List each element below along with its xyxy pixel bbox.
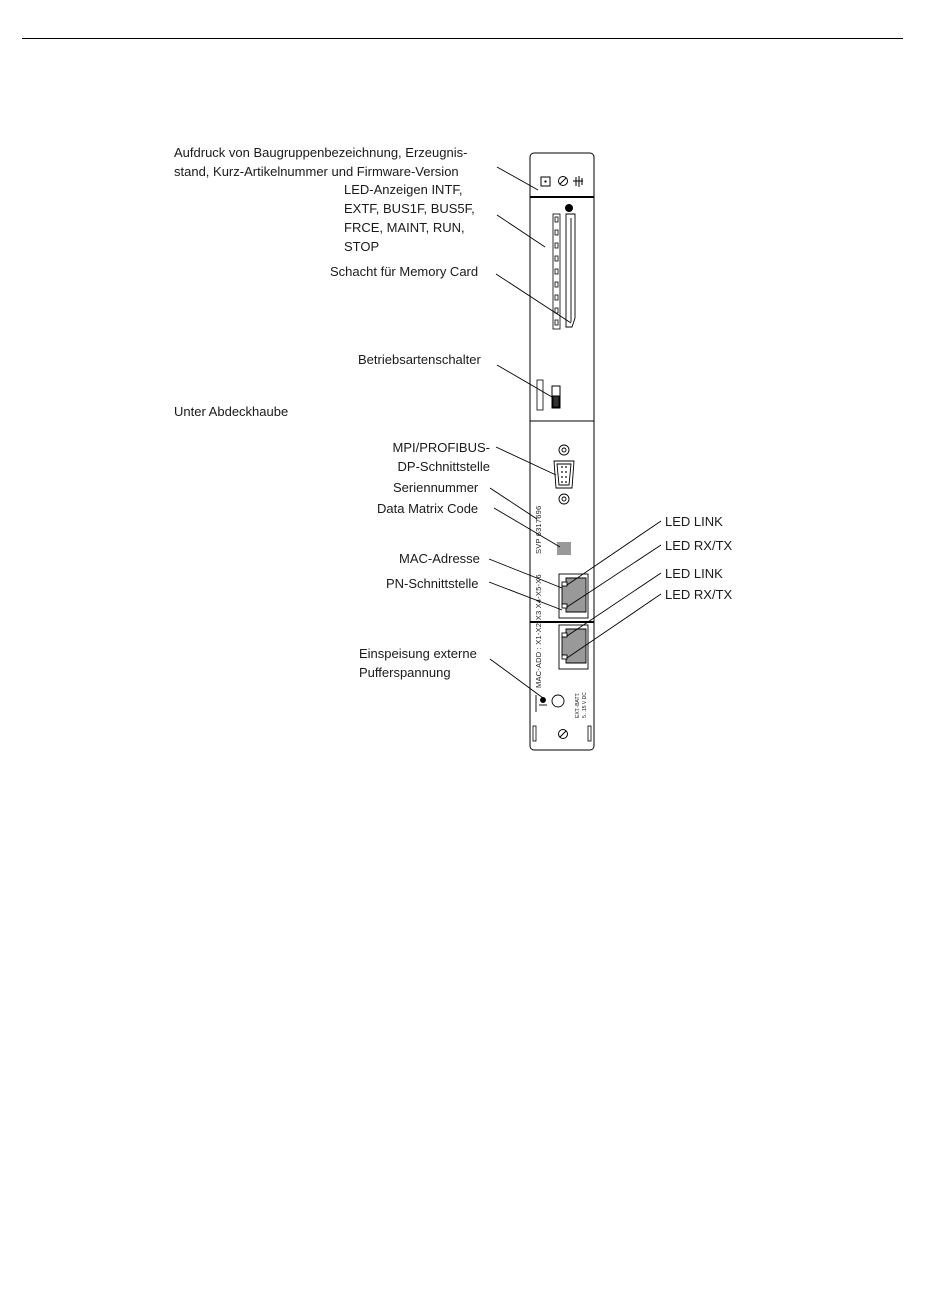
ext-batt-print: EXT.-BATT.	[575, 693, 581, 718]
label-under-cover: Unter Abdeckhaube	[174, 404, 289, 419]
label-mode-switch: Betriebsartenschalter	[358, 352, 481, 367]
label-led-indicators: LED-Anzeigen INTF, EXTF, BUS1F, BUS5F, F…	[344, 182, 475, 254]
mpi-profibus-connector	[553, 444, 575, 505]
led-strip	[552, 213, 561, 330]
screw-icon	[558, 176, 568, 186]
pn-port-1	[558, 573, 589, 619]
label-serial-number: Seriennummer	[393, 480, 479, 495]
label-led-link-1: LED LINK	[665, 514, 723, 529]
mode-switch	[536, 379, 561, 411]
module-body	[529, 152, 595, 751]
label-led-rxtx-2: LED RX/TX	[665, 587, 733, 602]
ext-batt-voltage-print: 5...15 V DC	[582, 692, 588, 718]
label-mpi-profibus: MPI/PROFIBUS- DP-Schnittstelle	[392, 440, 490, 474]
label-pn-interface: PN-Schnittstelle	[386, 576, 479, 591]
data-matrix-code	[557, 542, 571, 555]
latch-left	[532, 725, 537, 742]
latch-right	[587, 725, 592, 742]
ground-icon	[573, 176, 583, 187]
label-ext-backup: Einspeisung externe Pufferspannung	[359, 646, 477, 680]
label-mac-address: MAC-Adresse	[399, 551, 480, 566]
label-data-matrix: Data Matrix Code	[377, 501, 479, 516]
pn-port-2	[558, 624, 589, 670]
memory-card-slot	[565, 213, 576, 328]
header-rule	[22, 38, 903, 39]
label-led-rxtx-1: LED RX/TX	[665, 538, 733, 553]
status-led-dot	[565, 204, 573, 212]
label-imprint: Aufdruck von Baugruppenbezeichnung, Erze…	[174, 145, 468, 179]
serial-print: SVP 6317696	[534, 506, 543, 554]
label-led-link-2: LED LINK	[665, 566, 723, 581]
mac-print: MAC-ADD : X1-X2-X3 X4-X5-X6	[534, 574, 543, 688]
square-icon	[540, 176, 551, 187]
bottom-screw-icon	[558, 729, 568, 739]
ext-battery-input	[535, 694, 565, 712]
leader-lines	[488, 166, 662, 699]
label-memory-card: Schacht für Memory Card	[330, 264, 479, 279]
